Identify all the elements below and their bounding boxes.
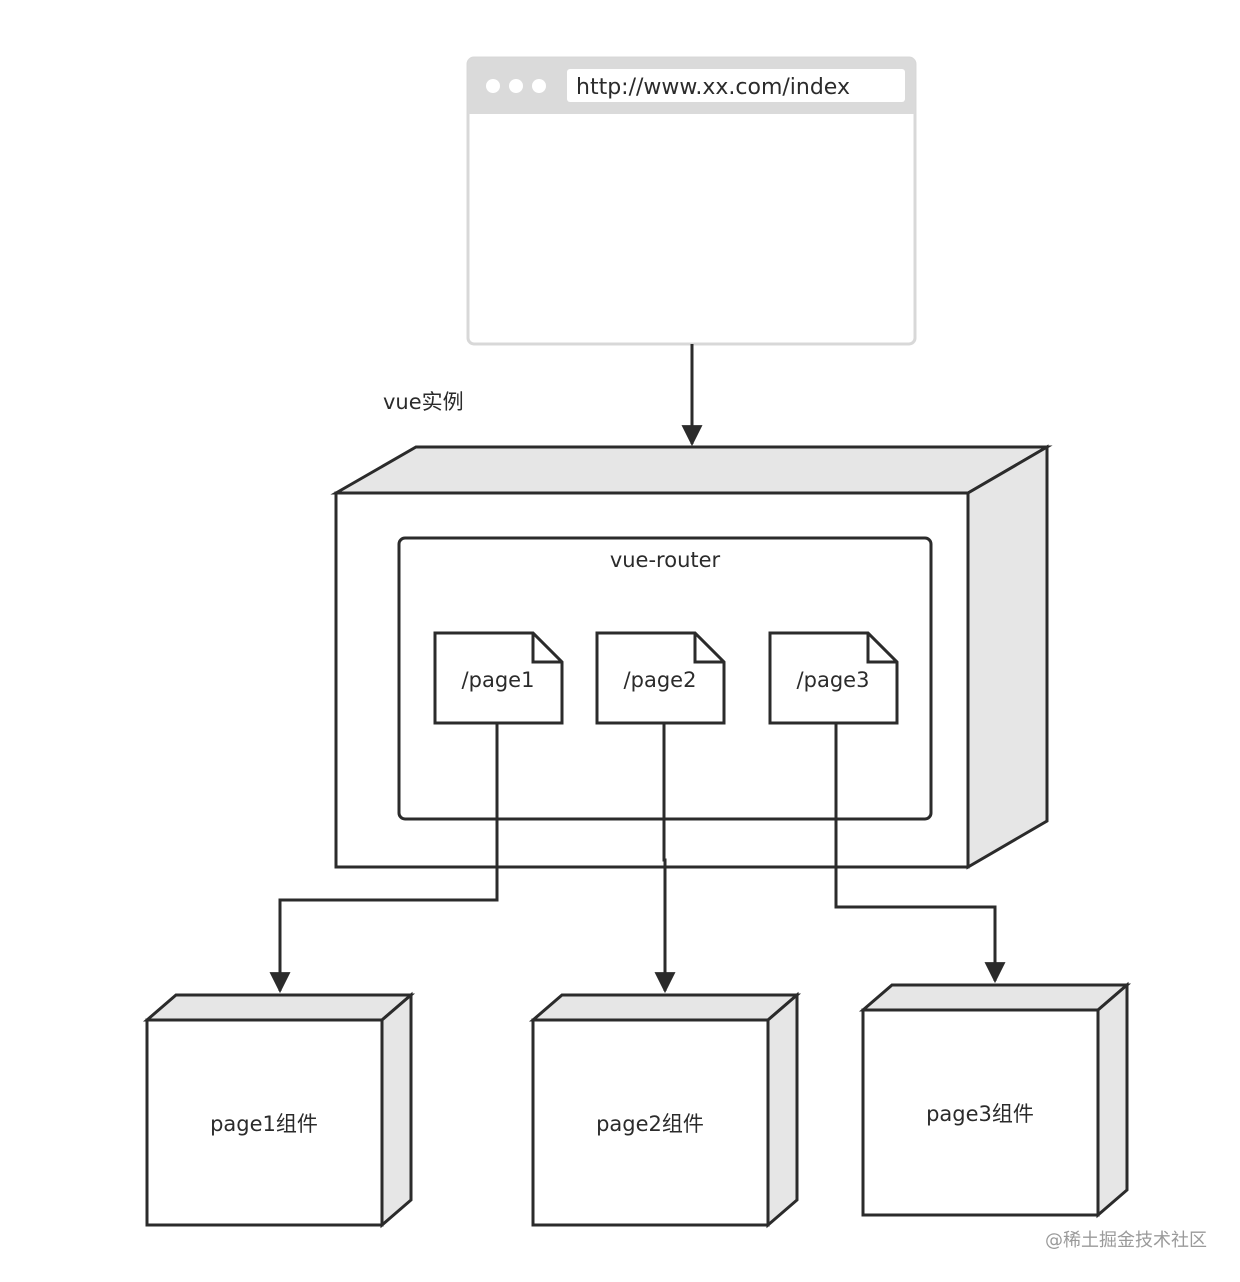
vue-box-side-face — [966, 444, 1049, 870]
vue-box-top-face — [330, 445, 1053, 495]
watermark: @稀土掘金技术社区 — [1045, 1230, 1207, 1251]
arrow-page3-to-component — [834, 723, 1006, 984]
arrow-page2-to-component — [654, 723, 676, 994]
window-dot-icon — [532, 79, 546, 93]
route-document: /page1 — [433, 631, 564, 725]
address-bar — [567, 69, 905, 102]
vue-instance-label: vue实例 — [383, 390, 464, 414]
component-box: page1组件 — [142, 991, 416, 1229]
window-dot-icon — [486, 79, 500, 93]
route-document: /page2 — [595, 631, 726, 725]
component-label-page2: page2组件 — [596, 1112, 704, 1136]
component-box: page2组件 — [528, 991, 802, 1229]
browser-url: http://www.xx.com/index — [576, 75, 850, 100]
route-label-page2: /page2 — [624, 668, 697, 692]
route-label-page3: /page3 — [797, 668, 870, 692]
window-dot-icon — [509, 79, 523, 93]
route-label-page1: /page1 — [462, 668, 535, 692]
vue-router-label: vue-router — [610, 548, 721, 572]
browser-window: http://www.xx.com/index — [466, 56, 917, 346]
component-label-page3: page3组件 — [926, 1102, 1034, 1126]
arrow-page1-to-component — [269, 723, 499, 994]
component-box: page3组件 — [858, 981, 1132, 1219]
route-document: /page3 — [768, 631, 899, 725]
component-label-page1: page1组件 — [210, 1112, 318, 1136]
